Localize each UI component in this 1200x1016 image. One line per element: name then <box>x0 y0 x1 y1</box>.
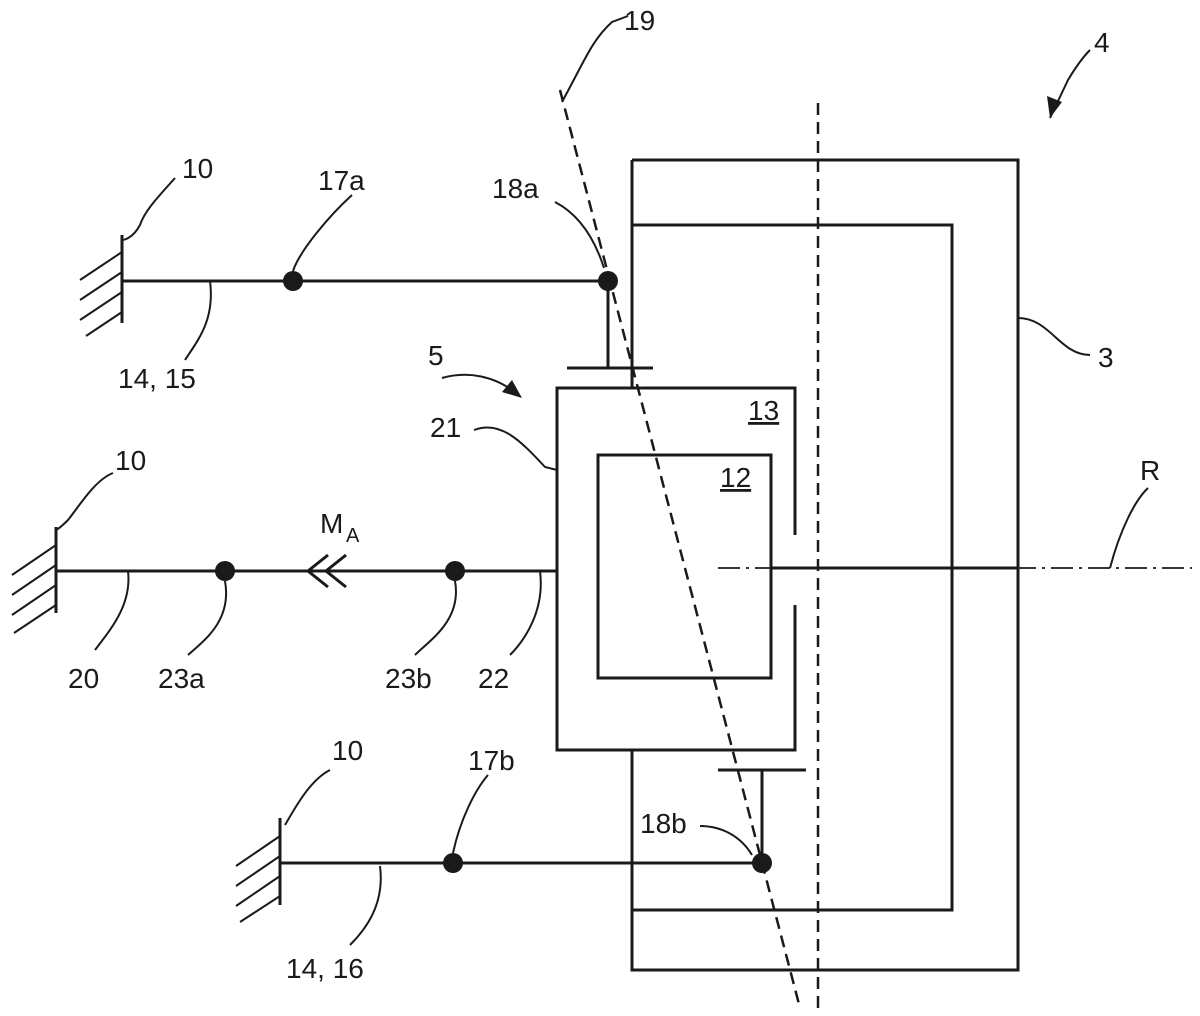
arrowhead-5 <box>502 380 522 398</box>
label-ma-subscript: A <box>346 525 360 547</box>
label-13: 13 <box>748 395 779 426</box>
torque-arrow-ma <box>305 553 347 589</box>
label-14-15: 14, 15 <box>118 363 196 394</box>
label-3: 3 <box>1098 342 1114 373</box>
label-22: 22 <box>478 663 509 694</box>
label-10-mid: 10 <box>115 445 146 476</box>
arrowhead-4 <box>1047 96 1062 118</box>
ground-hatch-top <box>79 251 123 337</box>
joint-23a <box>215 561 235 581</box>
label-10-top: 10 <box>182 153 213 184</box>
label-19: 19 <box>624 5 655 36</box>
label-12: 12 <box>720 462 751 493</box>
label-18a: 18a <box>492 173 539 204</box>
label-18b: 18b <box>640 808 687 839</box>
ground-hatch-bot <box>235 835 281 923</box>
label-17b: 17b <box>468 745 515 776</box>
label-23b: 23b <box>385 663 432 694</box>
label-23a: 23a <box>158 663 205 694</box>
outer-housing-3 <box>630 158 1020 972</box>
label-4: 4 <box>1094 27 1110 58</box>
label-ma: M <box>320 508 343 539</box>
component-13-box <box>555 386 797 752</box>
joint-18a <box>598 271 618 291</box>
label-17a: 17a <box>318 165 365 196</box>
joint-17b <box>443 853 463 873</box>
joint-18b <box>752 853 772 873</box>
joint-23b <box>445 561 465 581</box>
label-21: 21 <box>430 412 461 443</box>
ground-hatch-mid <box>11 544 57 634</box>
label-5: 5 <box>428 340 444 371</box>
label-14-16: 14, 16 <box>286 953 364 984</box>
joint-17a <box>283 271 303 291</box>
leader-lines <box>55 15 1149 946</box>
label-r: R <box>1140 455 1160 486</box>
label-10-bot: 10 <box>332 735 363 766</box>
label-20: 20 <box>68 663 99 694</box>
